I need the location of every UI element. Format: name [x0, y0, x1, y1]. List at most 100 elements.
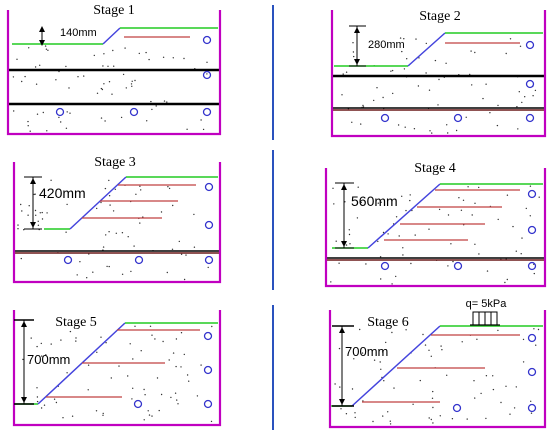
stage-6-title: Stage 6 — [367, 315, 409, 330]
soil-particle — [108, 265, 110, 268]
soil-particle — [506, 194, 509, 196]
soil-particle — [108, 81, 111, 83]
soil-particle — [486, 270, 489, 272]
stage-3-sensor — [204, 182, 214, 192]
soil-particle — [506, 278, 508, 281]
soil-particle — [34, 66, 37, 68]
soil-particle — [476, 338, 478, 340]
soil-particle — [387, 233, 389, 235]
stage-2-title: Stage 2 — [419, 9, 461, 24]
soil-particle — [101, 88, 104, 91]
soil-particle — [100, 336, 102, 338]
stage-2-soil-dots — [341, 37, 537, 134]
soil-particle — [41, 355, 43, 357]
soil-particle — [108, 195, 111, 197]
soil-particle — [389, 420, 391, 422]
soil-particle — [335, 240, 337, 242]
soil-particle — [175, 338, 178, 340]
stage-4-arrow-down — [341, 241, 347, 247]
soil-particle — [505, 385, 507, 387]
soil-particle — [127, 236, 129, 238]
soil-particle — [516, 106, 518, 108]
soil-particle — [351, 388, 354, 390]
soil-particle — [125, 87, 128, 89]
soil-particle — [521, 237, 523, 239]
soil-particle — [148, 414, 151, 416]
stage-6-sensor — [527, 333, 537, 343]
soil-particle — [121, 273, 124, 275]
soil-particle — [36, 345, 38, 348]
soil-particle — [473, 380, 475, 382]
stage-3-sensor — [134, 255, 144, 265]
soil-particle — [131, 85, 133, 88]
soil-particle — [515, 386, 517, 388]
soil-particle — [104, 187, 107, 190]
soil-particle — [58, 116, 60, 119]
soil-particle — [131, 80, 133, 83]
soil-particle — [397, 124, 400, 126]
soil-particle — [439, 415, 441, 417]
soil-particle — [175, 365, 177, 368]
soil-particle — [180, 332, 183, 334]
soil-particle — [412, 403, 414, 405]
soil-particle — [62, 417, 64, 419]
soil-particle — [102, 246, 105, 248]
soil-particle — [383, 380, 385, 382]
soil-particle — [42, 111, 44, 114]
soil-particle — [474, 51, 476, 54]
stage-6-sensor — [527, 403, 537, 413]
stage-1-sensor — [55, 107, 65, 117]
soil-particle — [422, 333, 424, 336]
soil-particle — [450, 243, 452, 245]
soil-particle — [158, 409, 160, 412]
soil-particle — [356, 217, 359, 219]
soil-particle — [95, 410, 98, 412]
soil-particle — [45, 48, 48, 50]
stage-2-sensor — [380, 113, 390, 123]
stage-5-panel: 700mm Stage 5 — [12, 310, 222, 427]
soil-particle — [66, 111, 68, 113]
stage-3-arrow-down — [30, 222, 36, 228]
soil-particle — [96, 351, 98, 353]
soil-particle — [28, 47, 30, 49]
soil-particle — [339, 386, 341, 388]
soil-particle — [447, 265, 449, 267]
soil-particle — [87, 364, 90, 366]
soil-particle — [105, 234, 107, 236]
soil-particle — [121, 232, 124, 234]
soil-particle — [348, 229, 350, 231]
soil-particle — [492, 388, 495, 391]
soil-particle — [13, 110, 15, 112]
soil-particle — [485, 417, 487, 420]
soil-particle — [162, 340, 164, 343]
soil-particle — [438, 78, 440, 81]
soil-particle — [108, 231, 110, 233]
soil-particle — [403, 38, 405, 40]
soil-particle — [418, 57, 420, 59]
soil-particle — [36, 396, 39, 398]
soil-particle — [414, 234, 416, 236]
soil-particle — [202, 128, 205, 131]
soil-particle — [108, 179, 110, 182]
soil-particle — [103, 53, 105, 55]
soil-particle — [497, 329, 499, 332]
soil-particle — [130, 83, 133, 85]
stage-3-height-label: 420mm — [39, 185, 86, 201]
soil-particle — [28, 205, 30, 207]
soil-particle — [419, 379, 421, 382]
soil-particle — [434, 59, 437, 62]
stage-4-sensor — [527, 225, 537, 235]
soil-particle — [437, 104, 439, 106]
soil-particle — [409, 199, 411, 202]
soil-particle — [428, 349, 430, 351]
soil-particle — [206, 73, 208, 75]
soil-particle — [130, 270, 132, 273]
soil-particle — [345, 71, 348, 73]
soil-particle — [83, 75, 85, 77]
soil-particle — [143, 388, 145, 391]
soil-particle — [393, 387, 395, 389]
stage-4-title: Stage 4 — [414, 161, 456, 176]
soil-particle — [496, 124, 499, 127]
soil-particle — [349, 243, 351, 245]
soil-particle — [399, 37, 402, 39]
